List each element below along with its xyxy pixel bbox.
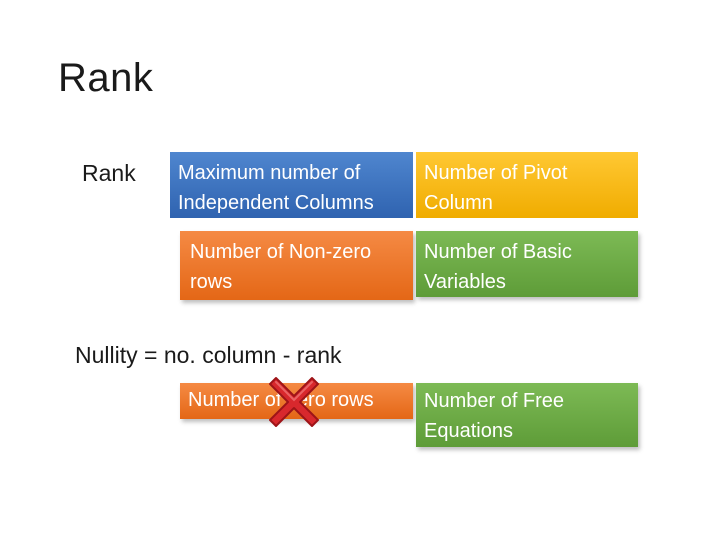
slide-title: Rank <box>58 56 154 100</box>
nullity-formula: Nullity = no. column - rank <box>75 342 342 368</box>
basic-variables-box: Number of Basic Variables <box>416 231 638 297</box>
pivot-column-box: Number of Pivot Column <box>416 152 638 218</box>
non-zero-rows-box: Number of Non-zero rows <box>180 231 413 300</box>
rank-label: Rank <box>82 160 136 186</box>
max-independent-columns-box: Maximum number of Independent Columns <box>170 152 413 218</box>
free-equations-box: Number of Free Equations <box>416 383 638 447</box>
zero-rows-box: Number of zero rows <box>180 383 413 419</box>
red-x-icon <box>269 377 319 427</box>
